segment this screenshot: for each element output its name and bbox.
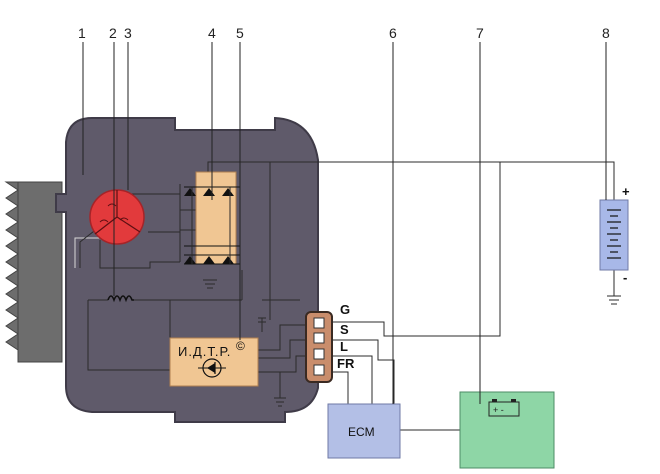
regulator-diode-icon <box>198 358 226 378</box>
instrument-panel-block: + - <box>459 391 555 469</box>
stator-winding <box>89 189 145 245</box>
callout-number: 6 <box>389 25 397 41</box>
connector-block <box>305 311 333 383</box>
pulley <box>4 181 63 363</box>
connector-pin-label: FR <box>337 356 355 371</box>
ecm-block: ECM <box>327 403 401 459</box>
connector-pin-label: S <box>340 322 349 337</box>
external-wiring <box>318 161 621 431</box>
callout-number: 7 <box>476 25 484 41</box>
regulator-mark: © <box>236 339 245 353</box>
callout-number: 4 <box>208 25 216 41</box>
battery-minus-label: - <box>623 270 627 285</box>
battery-warning-symbol: + - <box>493 405 504 415</box>
connector-pin-label: L <box>340 339 348 354</box>
callout-number: 5 <box>236 25 244 41</box>
callout-number: 2 <box>109 25 117 41</box>
rotor-coil <box>107 295 134 303</box>
callout-number: 3 <box>124 25 132 41</box>
internal-wiring <box>74 161 318 407</box>
regulator-label: И.Д.Т.Р. <box>178 344 231 359</box>
battery-plus-label: + <box>622 184 630 199</box>
diode-icon-lower-row <box>184 245 240 265</box>
ecm-label: ECM <box>348 425 375 439</box>
rectifier-block <box>184 171 240 265</box>
callout-number: 1 <box>78 25 86 41</box>
voltage-regulator: И.Д.Т.Р. © <box>169 337 259 387</box>
connector-pin-label: G <box>340 302 350 317</box>
callout-leaders <box>82 42 607 404</box>
battery: + - <box>599 184 630 285</box>
battery-warning-icon: + - <box>488 399 520 417</box>
callout-number: 8 <box>602 25 610 41</box>
